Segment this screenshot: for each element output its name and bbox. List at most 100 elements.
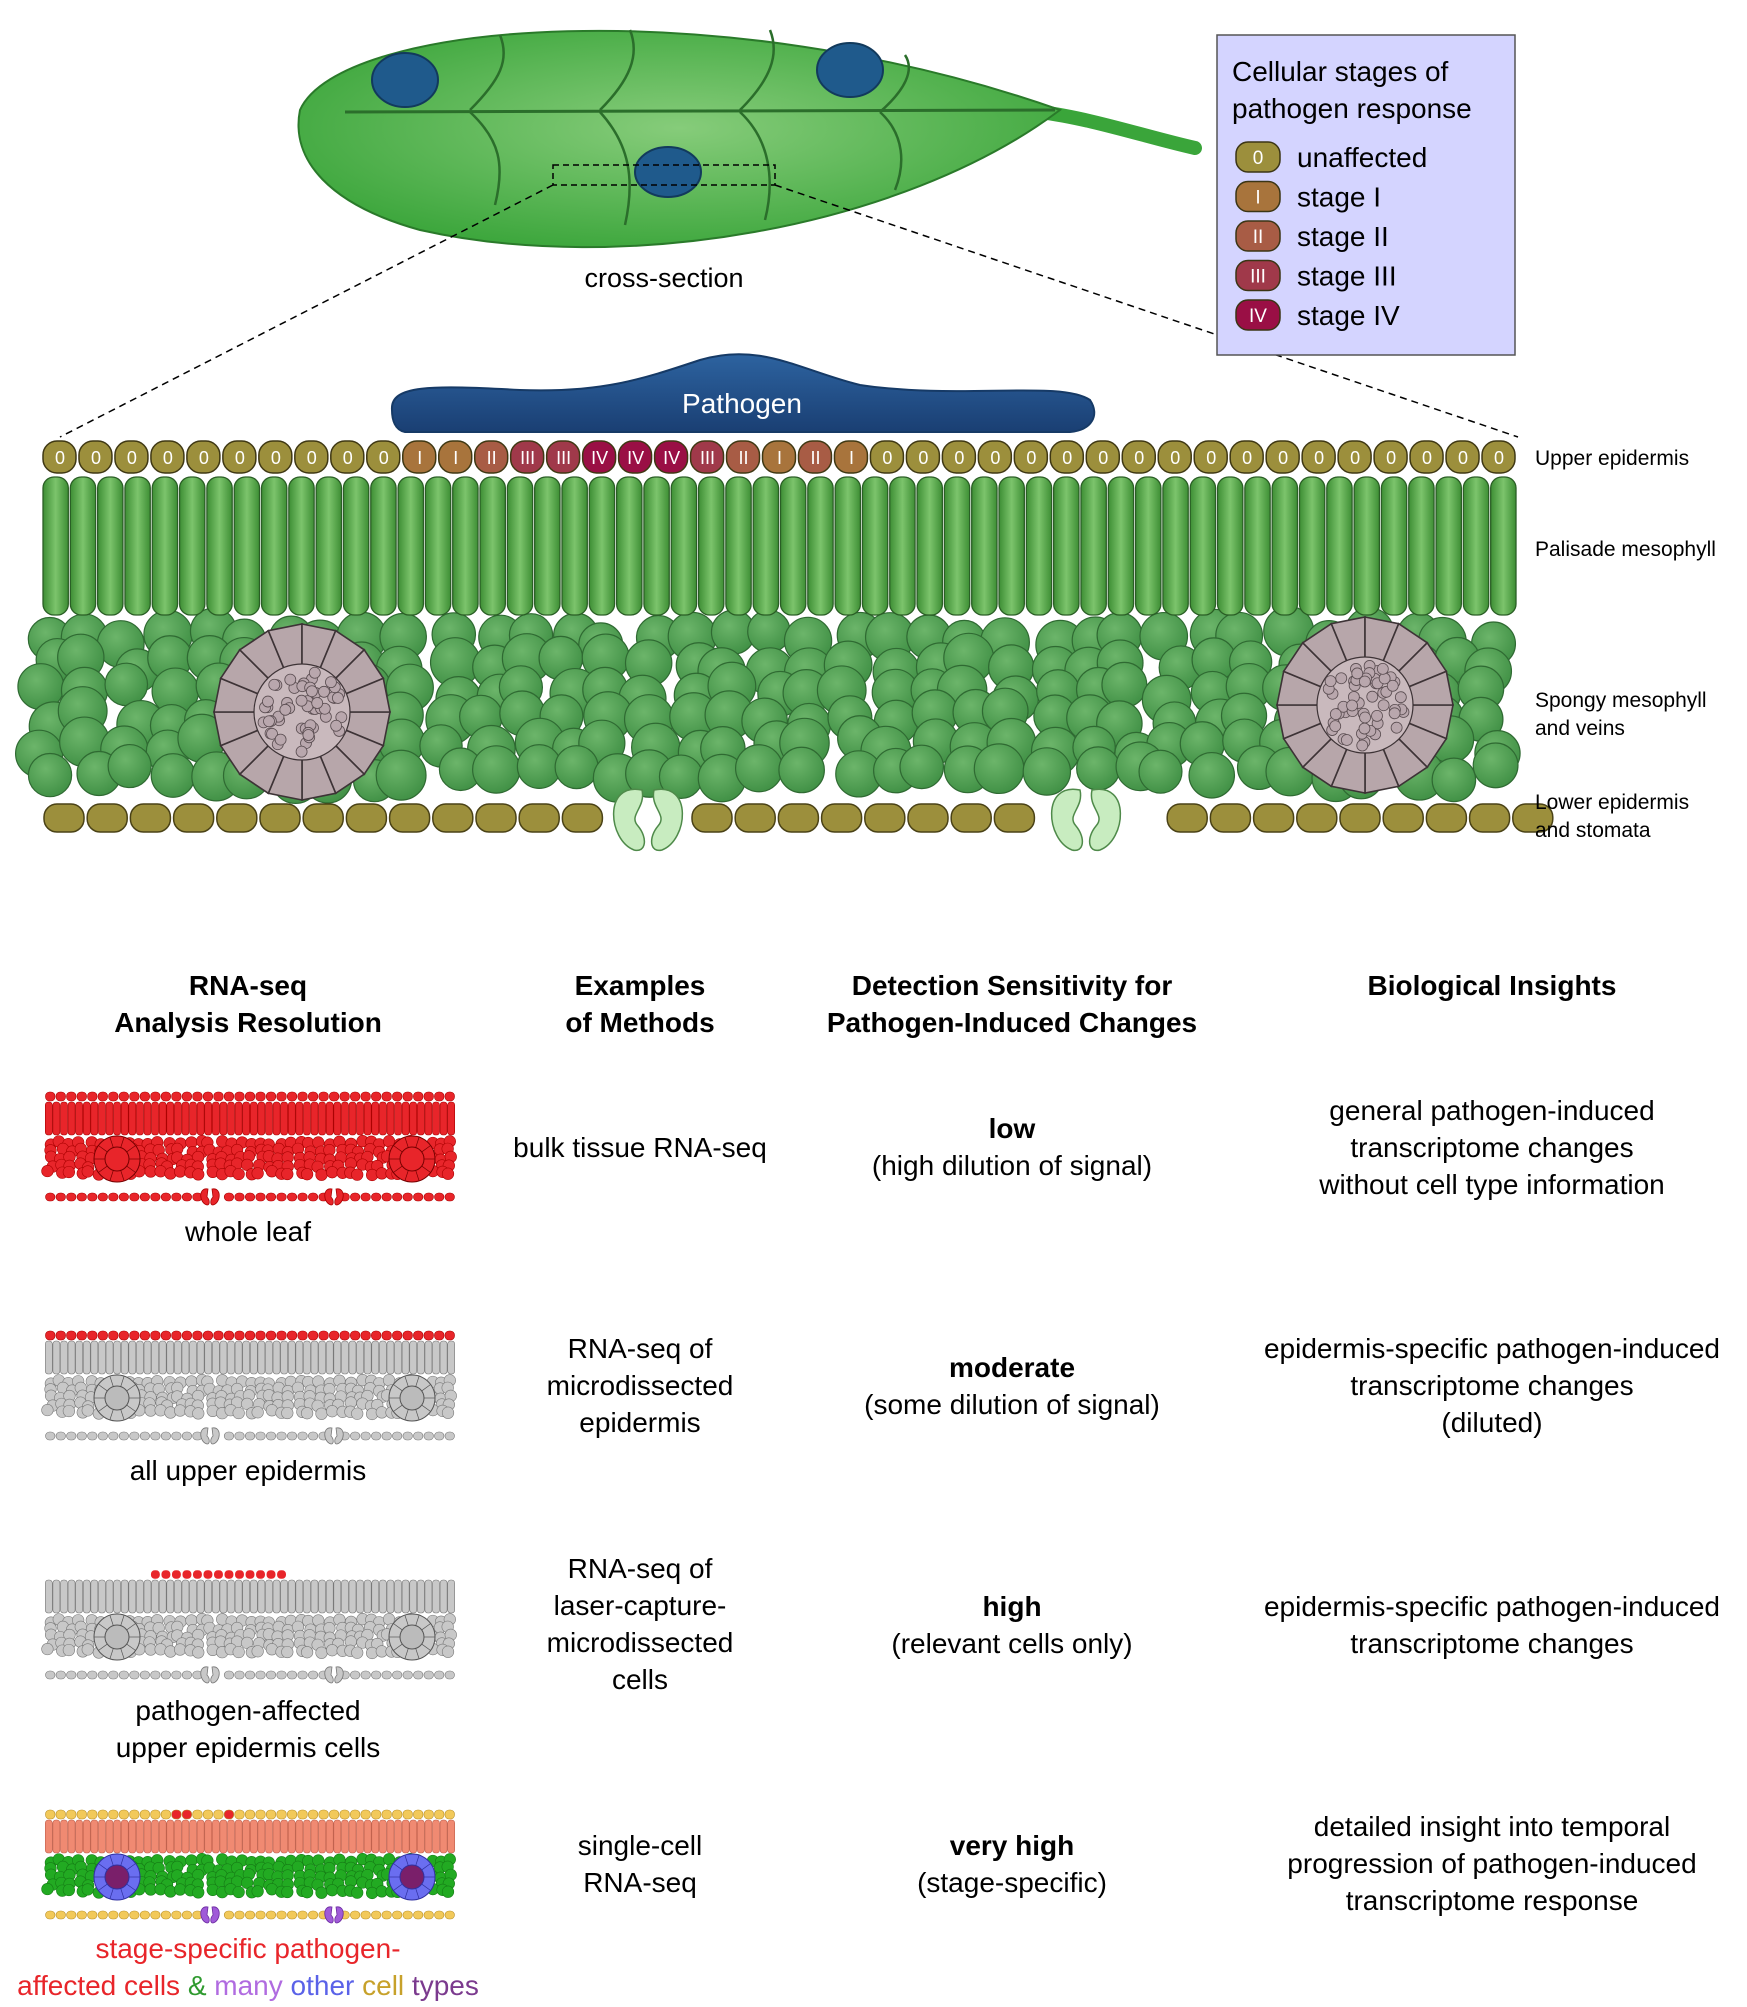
mini-epidermis-cell <box>444 1091 455 1102</box>
mini-palisade-cell <box>265 1819 273 1854</box>
mini-epidermis-cell <box>66 1809 77 1820</box>
mini-palisade-cell <box>151 1579 159 1614</box>
legend-label-0: unaffected <box>1297 142 1427 173</box>
mini-palisade-cell <box>250 1101 258 1136</box>
mini-epidermis-cell <box>87 1809 98 1820</box>
mini-palisade-cell <box>295 1579 304 1614</box>
mini-lower-epidermis-cell <box>444 1910 455 1920</box>
mini-lower-epidermis-cell <box>265 1910 277 1920</box>
mini-epidermis-cell <box>160 1569 171 1580</box>
palisade-cell <box>779 476 807 616</box>
mini-epidermis-cell <box>160 1809 171 1820</box>
row2-method-1: RNA-seq of <box>568 1333 713 1364</box>
epidermis-cell-label: 0 <box>1386 448 1396 468</box>
mini-epidermis-cell <box>444 1330 455 1341</box>
palisade-cell <box>861 476 889 616</box>
mini-palisade-cell <box>90 1579 99 1614</box>
mini-epidermis-cell <box>434 1330 445 1341</box>
mini-epidermis-cell <box>171 1569 182 1580</box>
epidermis-cell <box>545 440 581 474</box>
mini-lower-epidermis-cell <box>381 1192 392 1202</box>
epidermis-cell-label: I <box>849 448 854 468</box>
mini-palisade-cell <box>143 1819 152 1854</box>
palisade-cell <box>1080 476 1107 616</box>
epidermis-cell <box>833 440 869 474</box>
epidermis-cell <box>1481 440 1516 474</box>
row1-insight-2: transcriptome changes <box>1350 1132 1633 1163</box>
mini-epidermis-cell <box>339 1569 350 1580</box>
mini-epidermis-cell <box>350 1809 361 1820</box>
mini-palisade-cell <box>158 1819 167 1854</box>
epidermis-cell <box>42 440 77 474</box>
zoom-line-right <box>774 184 1519 438</box>
mini-lower-epidermis-cell <box>371 1431 382 1441</box>
mini-lower-epidermis-cell <box>129 1670 140 1680</box>
mini-epidermis-cell <box>87 1330 98 1341</box>
epidermis-cell-label: 0 <box>1242 448 1252 468</box>
epidermis-cell <box>1373 440 1408 474</box>
mini-epidermis-cell <box>97 1330 108 1341</box>
colored-segment-0: affected cells <box>17 1970 180 2001</box>
mini-vein-divider <box>98 1165 108 1173</box>
legend-symbol-3: III <box>1250 267 1266 288</box>
lower-epidermis-cell <box>388 803 431 833</box>
vein-core-cell <box>1340 734 1353 746</box>
mini-palisade-cell <box>363 1819 372 1854</box>
mini-epidermis-cell <box>255 1330 266 1341</box>
epidermis-cell-label: III <box>700 448 715 468</box>
guard-cell <box>1050 788 1084 852</box>
mini-palisade-cell <box>227 1579 235 1614</box>
mini-epidermis-cell <box>413 1091 424 1102</box>
vein-core-cell <box>1376 662 1389 675</box>
vein-core-cell <box>330 719 343 732</box>
mini-palisade-cell <box>379 1340 387 1375</box>
mini-palisade-cell <box>379 1819 387 1854</box>
mini-lower-epidermis-cell <box>371 1192 382 1202</box>
mini-palisade-cell <box>401 1340 410 1375</box>
mini-palisade-cell <box>189 1819 197 1854</box>
mini-epidermis-cell <box>139 1809 150 1820</box>
mini-palisade-cell <box>333 1101 342 1136</box>
epidermis-cell-label: 0 <box>1278 448 1288 468</box>
mini-epidermis-cell <box>276 1569 287 1580</box>
palisade-cell <box>998 476 1025 616</box>
epidermis-cell-label: 0 <box>1314 448 1324 468</box>
epidermis-cell-label: IV <box>591 448 608 468</box>
mini-lower-epidermis-cell <box>76 1192 87 1202</box>
lower-epidermis-cell <box>1209 803 1252 833</box>
epidermis-cell <box>905 440 941 474</box>
palisade-cell <box>96 476 124 616</box>
mini-spongy-cell <box>351 1407 364 1420</box>
mini-palisade-cell <box>52 1101 61 1136</box>
palisade-cell <box>834 476 862 616</box>
mini-palisade-cell <box>341 1819 349 1854</box>
mini-palisade-cell <box>280 1340 288 1375</box>
mini-palisade-cell <box>52 1579 61 1614</box>
mini-lower-epidermis-cell <box>108 1670 119 1680</box>
epidermis-cell <box>1157 440 1192 474</box>
mini-epidermis-cell <box>213 1569 224 1580</box>
mini-palisade-cell <box>379 1101 387 1136</box>
mini-epidermis-cell <box>297 1569 308 1580</box>
mini-epidermis-cell <box>150 1569 161 1580</box>
mini-epidermis-cell <box>371 1091 382 1102</box>
mini-lower-epidermis-cell <box>297 1431 308 1441</box>
mini-epidermis-cell <box>76 1330 87 1341</box>
mini-lower-epidermis-cell <box>234 1910 245 1920</box>
mini-palisade-cell <box>341 1101 349 1136</box>
label-spongy-2: and veins <box>1535 717 1625 740</box>
mini-lower-epidermis-cell <box>350 1431 361 1441</box>
mini-palisade-cell <box>242 1579 251 1614</box>
mini-epidermis-cell <box>213 1809 224 1820</box>
mini-palisade-cell <box>401 1101 410 1136</box>
palisade-cell <box>561 476 588 616</box>
row1-insight-1: general pathogen-induced <box>1329 1095 1654 1126</box>
mini-vein-divider <box>421 1643 431 1651</box>
palisade-cell <box>124 476 151 616</box>
mini-lower-epidermis-cell <box>350 1910 361 1920</box>
mini-spongy-cell <box>192 1407 205 1420</box>
mini-epidermis-cell <box>434 1091 445 1102</box>
vein-core-cell <box>1377 699 1390 712</box>
mini-epidermis-cell <box>45 1091 56 1102</box>
mini-epidermis-cell <box>76 1091 87 1102</box>
